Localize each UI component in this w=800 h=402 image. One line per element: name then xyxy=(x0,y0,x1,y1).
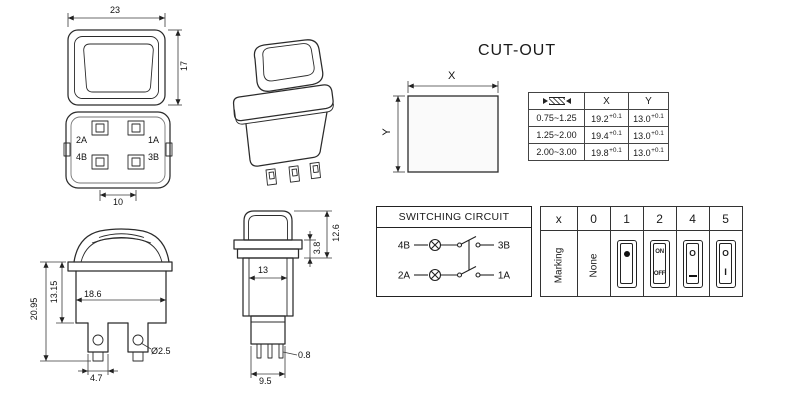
marking-o-bar-cell: O xyxy=(675,230,710,297)
marking-body-row: Marking None ON OFF xyxy=(540,230,743,297)
rocker-o-i-icon: O I xyxy=(715,239,736,288)
table-row: 0.75~1.25 19.2+0.1 13.0+0.1 xyxy=(528,109,669,127)
perspective-view-drawing xyxy=(232,39,334,186)
dim-terminal-pitch: 10 xyxy=(113,197,124,207)
bar-marking-icon xyxy=(688,274,697,277)
i-label: I xyxy=(724,266,727,278)
dim-top-width: 23 xyxy=(110,5,121,15)
circuit-terminal-2a: 2A xyxy=(398,271,411,282)
table-row: 2.00~3.00 19.8+0.1 13.0+0.1 xyxy=(528,143,669,161)
marking-none-cell: None xyxy=(576,230,611,297)
cutout-dim-x: X xyxy=(448,70,456,82)
top-view-drawing xyxy=(67,13,182,106)
cutout-dim-y: Y xyxy=(381,128,393,136)
marking-onoff-cell: ON OFF xyxy=(642,230,677,297)
x-tolerance: +0.1 xyxy=(609,146,622,154)
cutout-table-header-row: X Y xyxy=(528,92,669,110)
rocker-o-bar-icon: O xyxy=(682,239,703,288)
circuit-terminal-3b: 3B xyxy=(498,241,511,252)
circuit-terminal-1a: 1A xyxy=(498,271,511,282)
contact-icon xyxy=(456,272,463,278)
dim-side-body-height: 13.15 xyxy=(49,280,59,304)
y-tolerance: +0.1 xyxy=(651,146,664,154)
marking-col-5: 5 xyxy=(708,206,743,231)
switching-circuit-title: SWITCHING CIRCUIT xyxy=(377,207,531,228)
dim-side-hole-dia: Ø2.5 xyxy=(151,346,171,356)
switching-circuit-diagram: 4B 3B 2A 1A xyxy=(398,236,511,282)
contact-icon xyxy=(456,242,463,248)
cutout-drawing xyxy=(393,81,499,173)
cutout-col-x: X xyxy=(584,92,629,110)
dot-marking-icon xyxy=(623,251,630,257)
dim-front-bottom-width: 9.5 xyxy=(259,376,272,386)
dim-side-total-height: 20.95 xyxy=(29,297,39,321)
dim-side-body-width: 18.6 xyxy=(84,289,102,299)
marking-header-x: x xyxy=(540,206,578,231)
circuit-terminal-4b: 4B xyxy=(398,241,411,252)
on-label: ON xyxy=(655,249,664,255)
marking-header-row: x 0 1 2 4 5 xyxy=(540,206,743,231)
marking-col-2: 2 xyxy=(642,206,677,231)
y-value: 13.0+0.1 xyxy=(628,126,669,144)
marking-col-0: 0 xyxy=(576,206,611,231)
marking-row-label-cell: Marking xyxy=(540,230,578,297)
front-view-drawing xyxy=(233,210,332,378)
side-view-drawing xyxy=(40,228,173,375)
x-value: 19.4+0.1 xyxy=(584,126,629,144)
y-nominal: 13.0 xyxy=(633,113,651,124)
switching-circuit-panel: SWITCHING CIRCUIT 4B 3 xyxy=(376,206,532,297)
x-nominal: 19.8 xyxy=(591,147,609,158)
thickness-range: 2.00~3.00 xyxy=(528,143,585,161)
x-value: 19.2+0.1 xyxy=(584,109,629,127)
rocker-onoff-icon: ON OFF xyxy=(649,239,670,288)
marking-row-label: Marking xyxy=(553,247,565,283)
dim-top-height: 17 xyxy=(179,61,189,72)
off-label: OFF xyxy=(653,271,666,277)
y-value: 13.0+0.1 xyxy=(628,109,669,127)
marking-none-label: None xyxy=(588,253,600,277)
terminal-label-2a: 2A xyxy=(76,135,88,145)
o-label: O xyxy=(722,248,729,258)
y-value: 13.0+0.1 xyxy=(628,143,669,161)
panel-thickness-header xyxy=(528,92,585,110)
table-row: 1.25~2.00 19.4+0.1 13.0+0.1 xyxy=(528,126,669,144)
panel-thickness-icon xyxy=(542,96,571,105)
cutout-table: X Y 0.75~1.25 19.2+0.1 13.0+0.1 1.25~2.0… xyxy=(528,92,669,161)
marking-o-i-cell: O I xyxy=(708,230,743,297)
y-nominal: 13.0 xyxy=(633,130,651,141)
x-tolerance: +0.1 xyxy=(609,129,622,137)
dim-front-flange-height: 3.8 xyxy=(312,241,322,255)
x-tolerance: +0.1 xyxy=(609,112,622,120)
dim-front-terminal-thick: 0.8 xyxy=(298,350,311,360)
y-nominal: 13.0 xyxy=(633,147,651,158)
terminal-label-3b: 3B xyxy=(148,152,160,162)
contact-icon xyxy=(475,242,481,248)
x-nominal: 19.2 xyxy=(591,113,609,124)
terminal-label-4b: 4B xyxy=(76,152,88,162)
y-tolerance: +0.1 xyxy=(651,129,664,137)
x-value: 19.8+0.1 xyxy=(584,143,629,161)
dim-side-foot-width: 4.7 xyxy=(90,373,103,383)
rocker-dot-icon xyxy=(616,239,637,288)
y-tolerance: +0.1 xyxy=(651,112,664,120)
marking-dot-cell xyxy=(609,230,644,297)
dim-front-top-height: 12.6 xyxy=(331,224,341,242)
o-label: O xyxy=(689,248,696,258)
cutout-col-y: Y xyxy=(628,92,669,110)
x-nominal: 19.4 xyxy=(591,130,609,141)
marking-col-1: 1 xyxy=(609,206,644,231)
dim-front-inner-width: 13 xyxy=(258,265,269,275)
cutout-title: CUT-OUT xyxy=(478,42,557,59)
bottom-view-drawing xyxy=(63,111,173,201)
terminal-label-1a: 1A xyxy=(148,135,160,145)
contact-icon xyxy=(475,272,481,278)
thickness-range: 0.75~1.25 xyxy=(528,109,585,127)
marking-table: x 0 1 2 4 5 Marking None ON xyxy=(540,206,743,297)
marking-col-4: 4 xyxy=(675,206,710,231)
thickness-range: 1.25~2.00 xyxy=(528,126,585,144)
